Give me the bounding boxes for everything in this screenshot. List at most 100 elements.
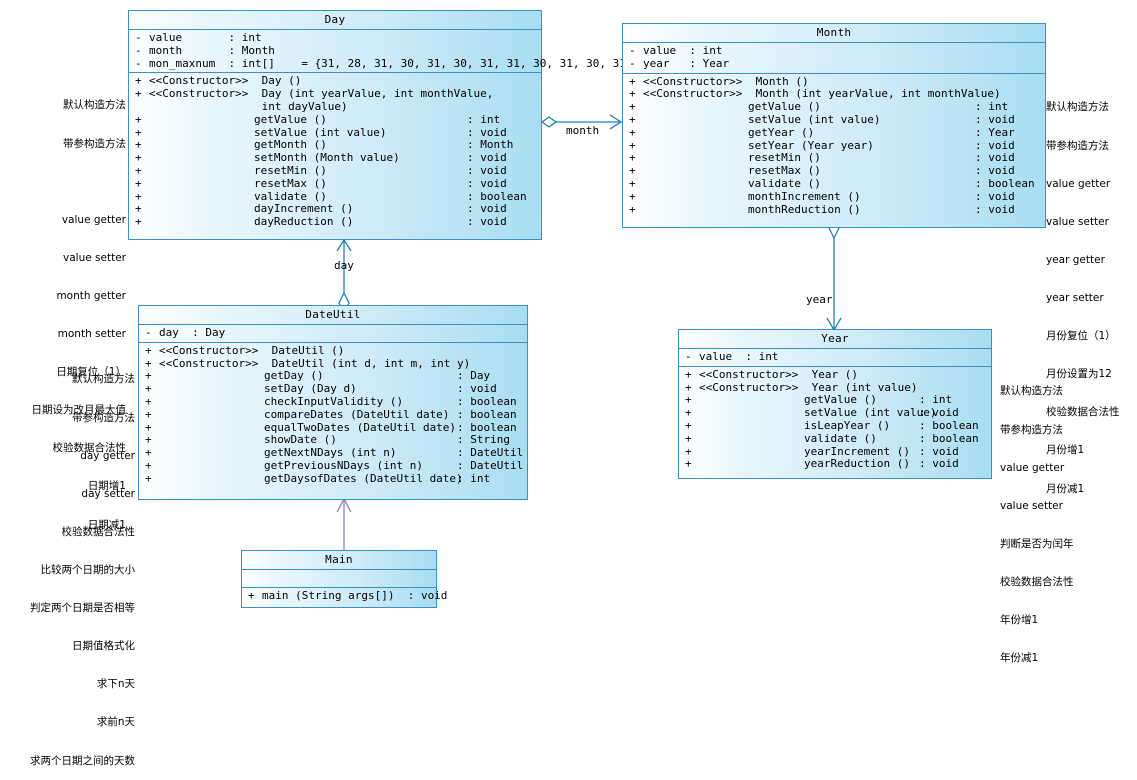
visibility-marker: + bbox=[135, 138, 142, 152]
class-operations-month: + <<Constructor>> Month () +<<Constructor… bbox=[623, 74, 1045, 219]
note-line: 校验数据合法性 bbox=[61, 525, 136, 538]
visibility-marker: + bbox=[685, 457, 692, 471]
operation-row: +compareDates (DateUtil date): boolean bbox=[139, 408, 527, 422]
operation-row: +<<Constructor>> DateUtil (int d, int m,… bbox=[139, 356, 527, 371]
operation-name: setYear (Year year) bbox=[748, 138, 874, 152]
note-line: 日期减1 bbox=[87, 518, 126, 531]
note-line: 日期增1 bbox=[87, 480, 126, 493]
operation-name: getPreviousNDays (int n) bbox=[264, 458, 423, 472]
operation-row: +getDay (): Day bbox=[139, 370, 527, 383]
operation-return: : Month bbox=[467, 138, 514, 152]
class-box-month[interactable]: Month -value : int -year : Year +<<Const… bbox=[622, 23, 1046, 228]
operation-row: +setMonth (Month value): void bbox=[129, 151, 541, 165]
operation-name: <<Constructor>> DateUtil (int d, int m, … bbox=[159, 356, 471, 370]
connector-dateutil-day bbox=[336, 238, 352, 315]
connector-month-year bbox=[826, 216, 842, 332]
operation-return: : int bbox=[975, 100, 1009, 114]
connector-main-dateutil bbox=[336, 497, 352, 551]
attribute-text: mon_maxnum : int[] = {31, 28, 31, 30, 31… bbox=[149, 56, 633, 70]
operation-row: +getDaysofDates (DateUtil date): int bbox=[139, 471, 527, 486]
visibility-marker: + bbox=[145, 420, 152, 434]
operation-row: +dayIncrement (): void bbox=[129, 203, 541, 216]
operation-name: getDaysofDates (DateUtil date) bbox=[264, 471, 463, 485]
class-attributes-day: -value : int -month : Month -mon_maxnum … bbox=[129, 30, 632, 74]
operation-row: +setValue (int value): void bbox=[129, 125, 541, 140]
operation-return: : DateUtil bbox=[457, 446, 524, 460]
class-box-day[interactable]: Day -value : int -month : Month -mon_max… bbox=[128, 10, 632, 240]
visibility-marker: + bbox=[135, 163, 142, 177]
visibility-marker: + bbox=[685, 444, 692, 458]
operation-name: getValue () bbox=[748, 100, 821, 114]
connector-label-year: year bbox=[806, 293, 833, 306]
note-line: 默认构造方法 bbox=[1046, 101, 1109, 114]
operation-return: : void bbox=[975, 138, 1015, 152]
attribute-row: -day : Day bbox=[139, 326, 527, 340]
visibility-marker: + bbox=[135, 189, 142, 203]
note-line: 判断是否为闰年 bbox=[1000, 537, 1074, 550]
attribute-row: -value : int bbox=[623, 44, 1045, 58]
operation-name: checkInputValidity () bbox=[264, 394, 404, 408]
note-line: 月份减1 bbox=[1046, 482, 1085, 495]
operation-return: : int bbox=[457, 471, 491, 485]
visibility-marker: + bbox=[145, 458, 152, 472]
visibility-marker: + bbox=[629, 74, 636, 88]
class-box-year[interactable]: Year -value : int +<<Constructor>> Year … bbox=[678, 329, 992, 479]
operation-name: getMonth () bbox=[254, 138, 327, 152]
operation-return: : void bbox=[975, 164, 1015, 178]
operation-name: int dayValue) bbox=[149, 99, 348, 113]
note-line: 求前n天 bbox=[96, 716, 135, 729]
note-line: 求下n天 bbox=[96, 678, 135, 691]
note-line: 判定两个日期是否相等 bbox=[30, 602, 135, 615]
visibility-marker: - bbox=[135, 56, 142, 70]
class-box-dateutil[interactable]: DateUtil -day : Day +<<Constructor>> Dat… bbox=[138, 305, 528, 500]
operation-row: +<<Constructor>> Year () bbox=[679, 368, 991, 382]
class-box-main[interactable]: Main +main (String args[]) : void bbox=[241, 550, 447, 608]
class-attributes-dateutil: -day : Day bbox=[139, 325, 527, 343]
visibility-marker: + bbox=[685, 431, 692, 445]
class-attributes-month: -value : int -year : Year bbox=[623, 43, 1045, 74]
operation-return: : void bbox=[975, 151, 1015, 165]
visibility-marker: + bbox=[135, 112, 142, 126]
attribute-text: year : Year bbox=[643, 56, 730, 70]
note-line: 日期值格式化 bbox=[72, 640, 135, 653]
operation-row: +<<Constructor>> DateUtil () bbox=[139, 343, 527, 358]
operation-name: setValue (int value) bbox=[748, 112, 881, 126]
operation-row: +isLeapYear (): boolean bbox=[679, 419, 991, 433]
operation-row: +getYear (): Year bbox=[623, 126, 1045, 140]
operation-return: : void bbox=[457, 382, 497, 396]
operation-name: setDay (Day d) bbox=[264, 382, 357, 396]
operation-return: : void bbox=[467, 125, 507, 139]
visibility-marker: + bbox=[135, 125, 142, 139]
attribute-row: -value : int bbox=[679, 350, 991, 364]
operation-row: +<<Constructor>> Year (int value) bbox=[679, 381, 991, 395]
attribute-text: value : int bbox=[149, 31, 262, 44]
visibility-marker: + bbox=[629, 87, 636, 101]
operation-name: <<Constructor>> Month () bbox=[643, 74, 809, 88]
visibility-marker: + bbox=[135, 202, 142, 216]
visibility-marker: + bbox=[629, 189, 636, 203]
operation-row: +<<Constructor>> Month (int yearValue, i… bbox=[623, 88, 1045, 101]
operation-name: validate () bbox=[748, 176, 821, 190]
operation-row: + setYear (Year year) : void bbox=[623, 138, 1045, 153]
note-line: 求两个日期之间的天数 bbox=[30, 754, 135, 767]
note-line: 默认构造方法 bbox=[72, 373, 135, 386]
operation-name: resetMin () bbox=[254, 163, 327, 177]
operation-return: : void bbox=[919, 457, 959, 471]
operation-name: getValue () bbox=[254, 112, 327, 126]
connector-label-day: day bbox=[334, 259, 354, 272]
class-name-dateutil: DateUtil bbox=[139, 306, 527, 325]
operation-return: : boolean bbox=[457, 394, 517, 408]
operation-return: : String bbox=[457, 433, 510, 447]
operation-name: monthReduction () bbox=[748, 202, 861, 216]
visibility-marker: - bbox=[135, 31, 142, 44]
visibility-marker: + bbox=[145, 343, 152, 357]
class-name-year: Year bbox=[679, 330, 991, 349]
operation-row: +setValue (int value): void bbox=[679, 406, 991, 420]
note-line: 带参构造方法 bbox=[63, 137, 126, 150]
visibility-marker: + bbox=[629, 176, 636, 190]
operation-name: validate () bbox=[804, 431, 877, 445]
operation-row: +monthReduction (): void bbox=[623, 202, 1045, 217]
note-line: value setter bbox=[63, 251, 126, 264]
visibility-marker: + bbox=[629, 138, 636, 152]
operation-return: : void bbox=[975, 189, 1015, 203]
